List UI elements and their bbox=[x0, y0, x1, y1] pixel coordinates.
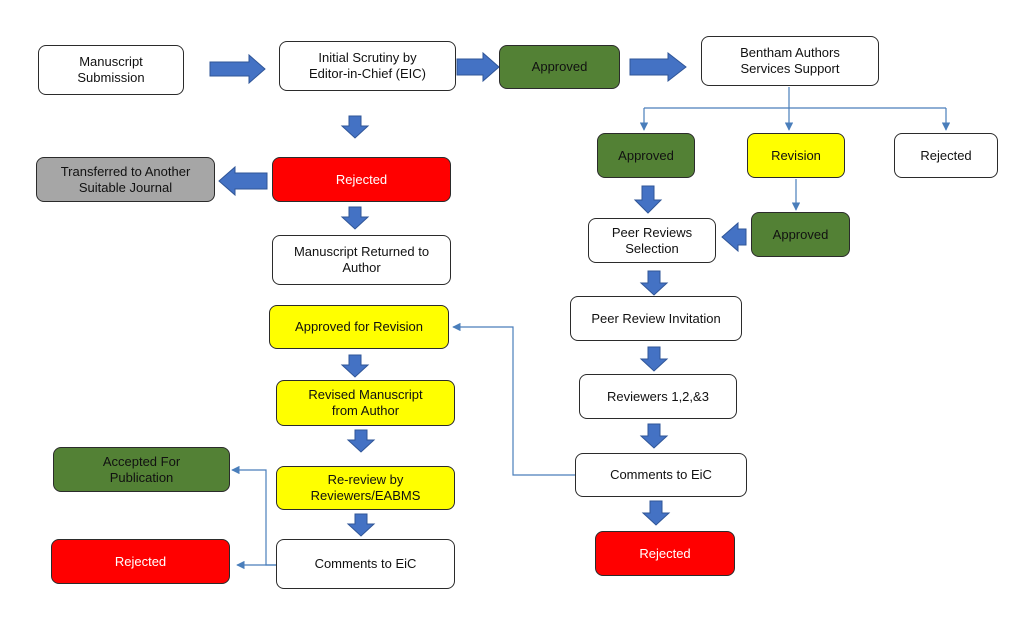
peer-reviews-selection-box: Peer Reviews Selection bbox=[588, 218, 716, 263]
block-arrow-right bbox=[629, 51, 687, 83]
initial-scrutiny-box: Initial Scrutiny by Editor-in-Chief (EIC… bbox=[279, 41, 456, 91]
approved-right-2-box: Approved bbox=[751, 212, 850, 257]
rejected-bottom-left-box: Rejected bbox=[51, 539, 230, 584]
block-arrow-left bbox=[218, 165, 268, 197]
rejected-bottom-right-box: Rejected bbox=[595, 531, 735, 576]
bentham-support-box: Bentham Authors Services Support bbox=[701, 36, 879, 86]
peer-review-invitation-box: Peer Review Invitation bbox=[570, 296, 742, 341]
revision-right-box: Revision bbox=[747, 133, 845, 178]
block-arrow-down bbox=[340, 115, 671, 537]
rejected-mid-box: Rejected bbox=[272, 157, 451, 202]
block-arrow-right bbox=[209, 53, 266, 85]
transferred-box: Transferred to Another Suitable Journal bbox=[36, 157, 215, 202]
block-arrow-left bbox=[721, 221, 747, 253]
branch-connectors bbox=[231, 87, 951, 570]
manuscript-submission-box: Manuscript Submission bbox=[38, 45, 184, 95]
re-review-box: Re-review by Reviewers/EABMS bbox=[276, 466, 455, 510]
comments-to-eic-right-box: Comments to EiC bbox=[575, 453, 747, 497]
reviewers-box: Reviewers 1,2,&3 bbox=[579, 374, 737, 419]
comments-to-eic-left-box: Comments to EiC bbox=[276, 539, 455, 589]
approved-top-box: Approved bbox=[499, 45, 620, 89]
approved-for-revision-box: Approved for Revision bbox=[269, 305, 449, 349]
block-arrow-right bbox=[456, 51, 500, 83]
rejected-right-box: Rejected bbox=[894, 133, 998, 178]
revised-manuscript-box: Revised Manuscript from Author bbox=[276, 380, 455, 426]
accepted-for-publication-box: Accepted For Publication bbox=[53, 447, 230, 492]
approved-right-box: Approved bbox=[597, 133, 695, 178]
manuscript-returned-box: Manuscript Returned to Author bbox=[272, 235, 451, 285]
